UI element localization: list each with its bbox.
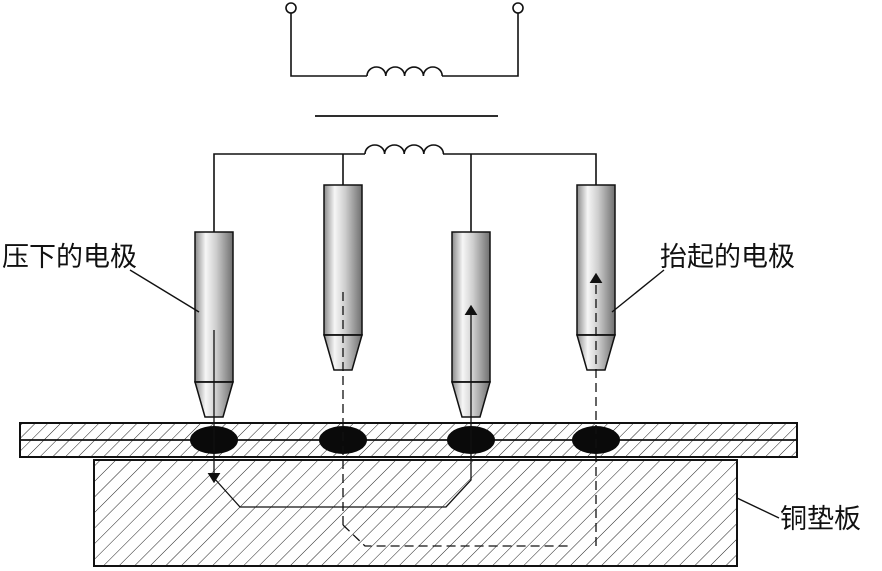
electrode-lifted-4 bbox=[576, 184, 616, 371]
copper-backing-plate bbox=[93, 459, 738, 567]
leader-lines bbox=[129, 269, 780, 519]
label-lifted-electrode: 抬起的电极 bbox=[660, 242, 795, 273]
current-path-base bbox=[213, 440, 472, 508]
primary-circuit bbox=[285, 2, 524, 77]
terminal-left bbox=[285, 2, 297, 14]
current-paths bbox=[207, 272, 603, 547]
primary-coil bbox=[366, 66, 443, 77]
label-copper-backing-plate: 铜垫板 bbox=[780, 504, 861, 535]
primary-wire bbox=[290, 13, 519, 77]
workpiece-sheets bbox=[19, 422, 798, 458]
terminal-right bbox=[512, 2, 524, 14]
label-pressed-electrode: 压下的电极 bbox=[2, 242, 137, 273]
secondary-circuit bbox=[213, 144, 597, 232]
secondary-coil bbox=[364, 144, 445, 155]
secondary-wire bbox=[213, 153, 597, 232]
shunt-path-base bbox=[342, 524, 568, 547]
